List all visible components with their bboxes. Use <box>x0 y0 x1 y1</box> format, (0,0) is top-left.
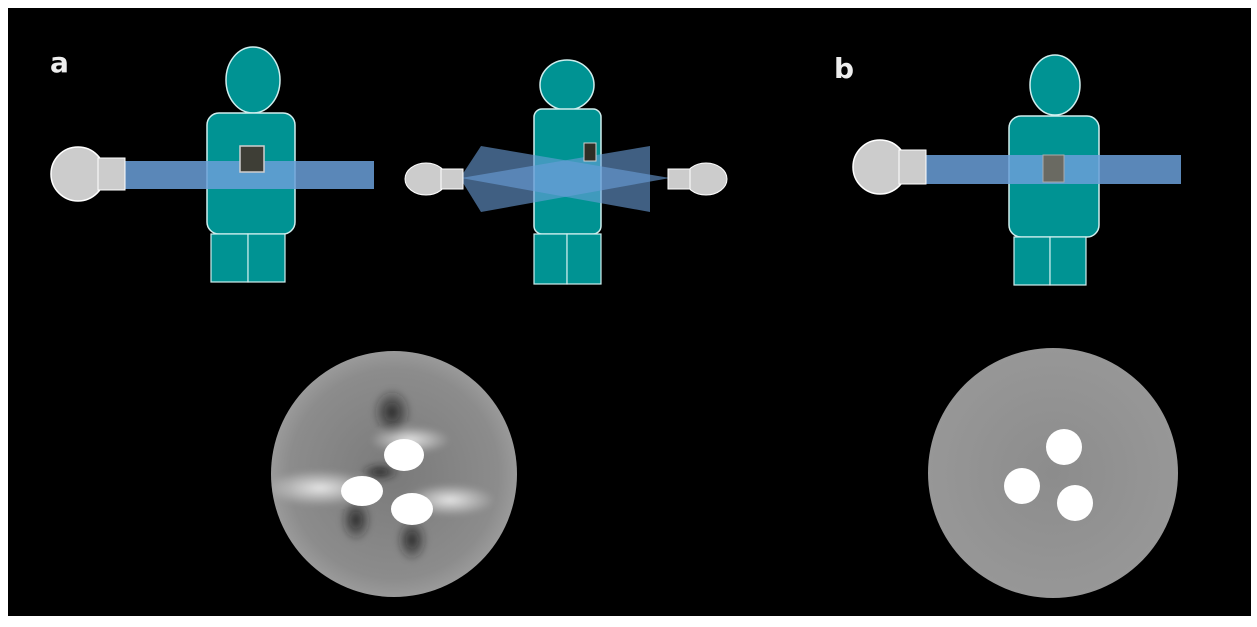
scenario-b-lateral-beam <box>852 54 1181 286</box>
metal-insert <box>341 476 383 506</box>
panel-label-b: b <box>834 52 854 85</box>
insert <box>1004 468 1040 504</box>
x-ray-tube-icon <box>50 146 126 202</box>
dosimeter-insert <box>1042 154 1065 183</box>
x-ray-tube-icon <box>852 139 927 195</box>
panel-label-a: a <box>50 46 69 79</box>
insert <box>1046 429 1082 465</box>
metal-insert <box>384 439 424 471</box>
x-ray-tube-icon <box>404 162 464 196</box>
dosimeter-insert <box>239 145 265 173</box>
ct-image-clean <box>927 340 1181 604</box>
right-beam-fan <box>481 146 670 212</box>
scenario-a2-dual-beams <box>404 59 728 285</box>
insert <box>1057 485 1093 521</box>
scenario-a1-lateral-beam <box>50 46 374 283</box>
dosimeter-insert <box>583 142 597 162</box>
ct-image-with-artifacts <box>266 345 520 603</box>
x-ray-tube-icon <box>667 162 728 196</box>
metal-insert <box>391 493 433 525</box>
